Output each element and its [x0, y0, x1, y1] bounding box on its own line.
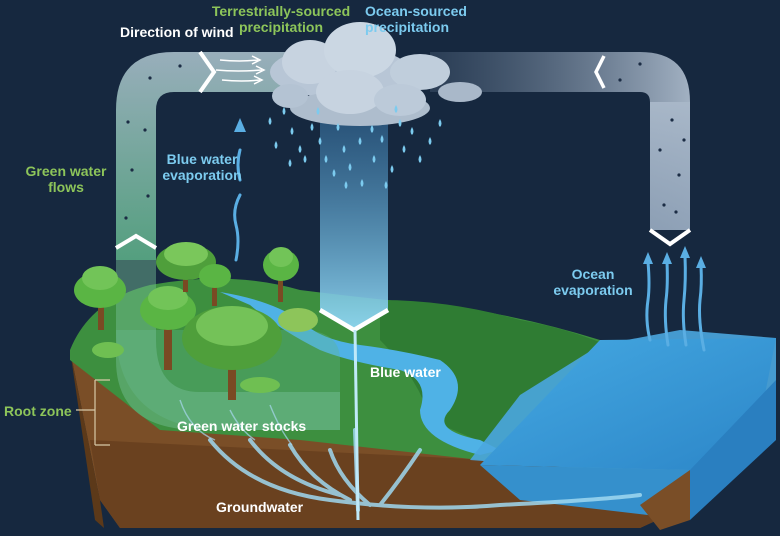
blue-evap-line2: evaporation — [156, 167, 248, 183]
ocean-precip-line1: Ocean-sourced — [365, 3, 467, 19]
ocean-evap-line1: Ocean — [548, 266, 638, 282]
raindrop-icon — [291, 127, 294, 135]
raindrop-icon — [403, 145, 406, 153]
raindrop-icon — [439, 119, 442, 127]
raindrop-icon — [304, 155, 307, 163]
raindrop-icon — [419, 155, 422, 163]
raindrop-icon — [411, 127, 414, 135]
raindrop-icon — [429, 137, 432, 145]
raindrop-icon — [275, 141, 278, 149]
green-water-flows-label: Green water flows — [22, 163, 110, 195]
blue-evap-line1: Blue water — [156, 151, 248, 167]
ocean-evap-line2: evaporation — [548, 282, 638, 298]
ocean-evaporation-label: Ocean evaporation — [548, 266, 638, 298]
raindrop-icon — [283, 107, 286, 115]
green-water-stocks-label: Green water stocks — [177, 418, 306, 434]
groundwater-label: Groundwater — [216, 499, 303, 515]
ocean-precip-line2: precipitation — [365, 19, 467, 35]
blue-water-evaporation-label: Blue water evaporation — [156, 151, 248, 183]
raindrop-icon — [391, 165, 394, 173]
green-flows-line1: Green water — [22, 163, 110, 179]
raindrop-icon — [311, 123, 314, 131]
blue-water-label: Blue water — [370, 364, 441, 380]
raindrop-icon — [269, 117, 272, 125]
ocean-precipitation-label: Ocean-sourced precipitation — [365, 3, 467, 35]
green-flows-line2: flows — [22, 179, 110, 195]
raindrop-icon — [299, 145, 302, 153]
terrestrial-precip-line1: Terrestrially-sourced — [207, 3, 355, 19]
raindrop-icon — [289, 159, 292, 167]
wind-direction-label: Direction of wind — [120, 24, 234, 40]
root-zone-label: Root zone — [4, 403, 72, 419]
